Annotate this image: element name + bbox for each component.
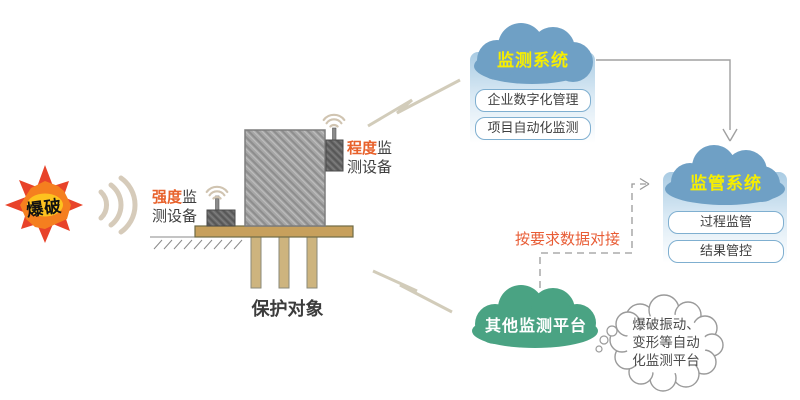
other-platform-cloud-title: 其他监测平台: [484, 316, 587, 335]
monitoring-cloud-title: 监测系统: [497, 51, 569, 71]
lightning-top-icon: [367, 78, 461, 128]
thought-bubble: [595, 294, 724, 392]
explosion-icon: [5, 165, 83, 243]
degree-device-icon: [322, 113, 346, 172]
monitoring-item-enterprise: 企业数字化管理: [475, 89, 591, 112]
data-link-label: 按要求数据对接: [515, 230, 621, 248]
thought-bubble-tail: [595, 325, 618, 353]
supervision-cloud: [665, 145, 785, 205]
platform: [194, 225, 354, 238]
thought-bubble-text: 爆破振动、变形等自动化监测平台: [632, 317, 700, 369]
lightning-bottom-icon: [372, 269, 453, 314]
wifi-icon: [205, 185, 229, 200]
ground-hatch: [150, 236, 243, 250]
degree-device-label: 程度监测设备: [347, 139, 405, 177]
piles: [250, 236, 318, 289]
strength-device-icon: [205, 185, 236, 227]
explosion-label: 爆破: [25, 196, 64, 222]
wifi-icon: [322, 113, 346, 128]
solid-connector: [596, 59, 738, 142]
other-platform-cloud: [472, 285, 598, 348]
degree-device-label-highlight: 程度: [347, 139, 378, 157]
sound-waves-icon: [98, 175, 138, 235]
monitoring-cloud: [474, 23, 593, 84]
strength-device-label-highlight: 强度: [152, 188, 183, 206]
protected-object-label: 保护对象: [251, 299, 324, 320]
strength-device-label-rest: 监测设备: [152, 188, 198, 225]
supervision-item-result: 结果管控: [668, 240, 784, 263]
strength-device-label: 强度监测设备: [152, 188, 210, 226]
monitoring-item-project: 项目自动化监测: [475, 117, 591, 140]
supervision-cloud-title: 监管系统: [690, 174, 762, 194]
supervision-item-process: 过程监管: [668, 211, 784, 234]
degree-device-label-rest: 监测设备: [347, 139, 393, 176]
dashed-connector: [539, 177, 650, 288]
protected-block: [244, 129, 326, 227]
